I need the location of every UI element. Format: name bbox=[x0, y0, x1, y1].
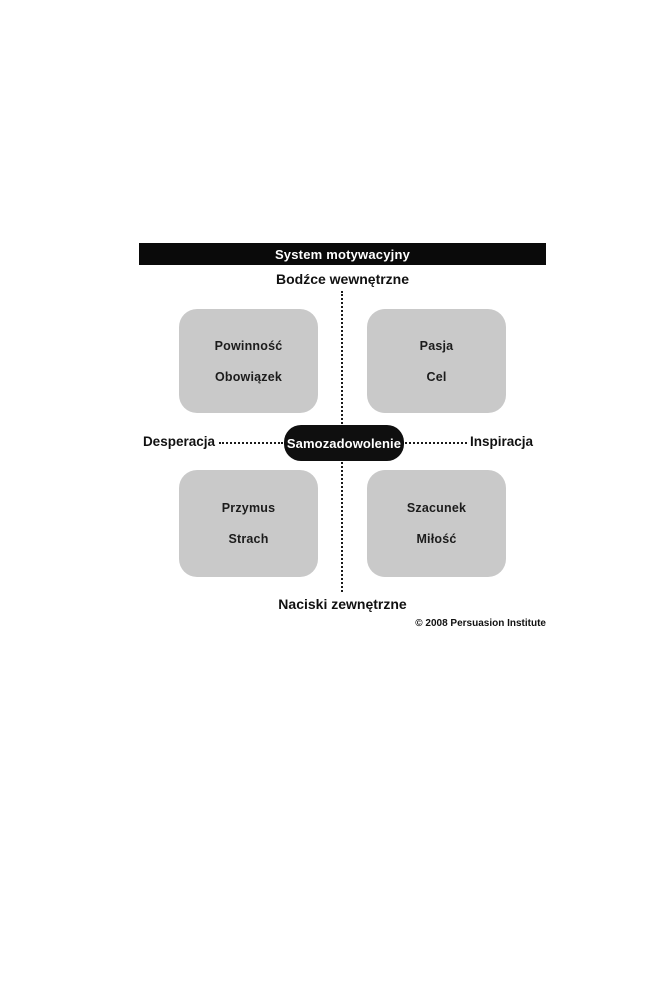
axis-label-left: Desperacja bbox=[142, 434, 215, 449]
axis-label-right: Inspiracja bbox=[470, 434, 534, 449]
axis-label-top: Bodźce wewnętrzne bbox=[275, 271, 410, 287]
quadrant-bottom-left: Przymus Strach bbox=[179, 470, 318, 577]
quadrant-label: Cel bbox=[426, 369, 447, 384]
quadrant-label: Obowiązek bbox=[214, 369, 283, 384]
quadrant-top-left: Powinność Obowiązek bbox=[179, 309, 318, 413]
dotted-connector-left bbox=[219, 442, 283, 444]
quadrant-bottom-right: Szacunek Miłość bbox=[367, 470, 506, 577]
quadrant-label: Powinność bbox=[214, 338, 283, 353]
dotted-connector-right bbox=[405, 442, 467, 444]
quadrant-top-right: Pasja Cel bbox=[367, 309, 506, 413]
center-node: Samozadowolenie bbox=[284, 425, 404, 461]
quadrant-label: Przymus bbox=[221, 501, 276, 515]
axis-label-bottom: Naciski zewnętrzne bbox=[278, 596, 407, 612]
quadrant-label: Strach bbox=[228, 532, 269, 546]
diagram-title-bar: System motywacyjny bbox=[139, 243, 546, 265]
center-node-label: Samozadowolenie bbox=[286, 435, 402, 451]
diagram-title: System motywacyjny bbox=[274, 246, 411, 262]
copyright-text: © 2008 Persuasion Institute bbox=[415, 618, 546, 629]
quadrant-label: Szacunek bbox=[406, 501, 467, 515]
quadrant-label: Miłość bbox=[416, 532, 457, 546]
quadrant-label: Pasja bbox=[419, 338, 454, 353]
